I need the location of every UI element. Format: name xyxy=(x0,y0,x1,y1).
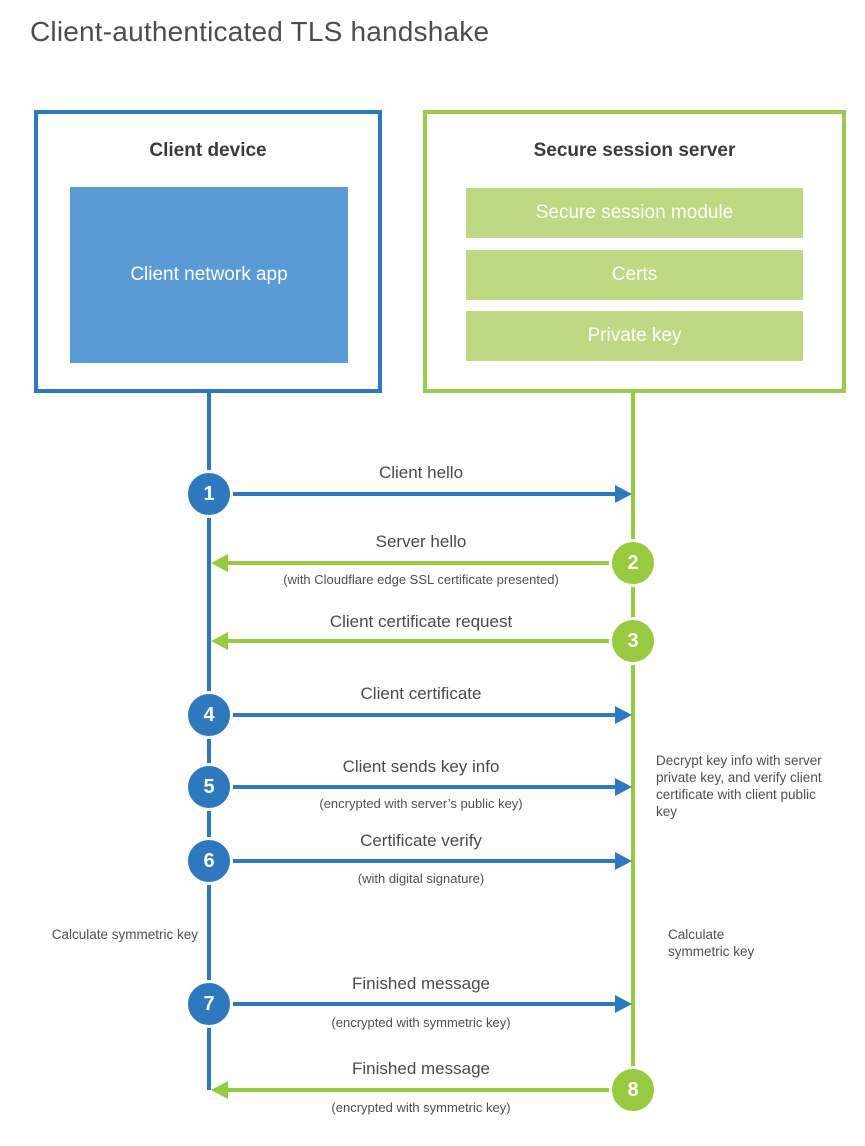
step-7-arrowhead-icon xyxy=(615,995,632,1013)
client-lifeline xyxy=(207,393,211,1090)
server-lifeline xyxy=(631,393,635,1090)
module-certs: Certs xyxy=(466,250,803,300)
step-8-sublabel: (encrypted with symmetric key) xyxy=(331,1100,511,1115)
step-7-sublabel: (encrypted with symmetric key) xyxy=(331,1015,511,1030)
step-2-arrowhead-icon xyxy=(211,554,228,572)
step-5-arrow xyxy=(209,785,616,789)
step-5-arrowhead-icon xyxy=(615,778,632,796)
client-network-app-box: Client network app xyxy=(70,187,348,363)
secure-session-server-box: Secure session server Secure session mod… xyxy=(423,110,846,393)
step-3-number: 3 xyxy=(627,630,639,652)
step-8-arrowhead-icon xyxy=(211,1081,228,1099)
step-8-arrow xyxy=(226,1088,633,1092)
step-3-label: Client certificate request xyxy=(329,612,513,631)
page-title: Client-authenticated TLS handshake xyxy=(30,16,490,47)
step-7-arrow xyxy=(209,1002,616,1006)
step-6-number: 6 xyxy=(203,850,215,872)
step-6-circle: 6 xyxy=(185,837,233,885)
step-2-label: Server hello xyxy=(375,532,467,551)
step-1-circle: 1 xyxy=(185,470,233,518)
step-7-label: Finished message xyxy=(352,974,490,993)
calculate-symmetric-key-left-note: Calculate symmetric key xyxy=(51,927,198,942)
step-4-arrowhead-icon xyxy=(615,706,632,724)
step-4-number: 4 xyxy=(203,704,215,726)
step-8-label: Finished message xyxy=(352,1059,490,1078)
secure-session-server-title: Secure session server xyxy=(533,140,736,161)
step-2-circle: 2 xyxy=(609,539,657,587)
step-2-number: 2 xyxy=(627,552,639,574)
step-5-label: Client sends key info xyxy=(342,757,500,776)
step-5-number: 5 xyxy=(203,776,215,798)
step-4-circle: 4 xyxy=(185,691,233,739)
step-4-arrow xyxy=(209,713,616,717)
client-device-box: Client device Client network app xyxy=(34,110,382,393)
step-8-number: 8 xyxy=(627,1079,639,1101)
step-1-label: Client hello xyxy=(378,463,464,482)
step-8-circle: 8 xyxy=(609,1066,657,1114)
step-2-sublabel: (with Cloudflare edge SSL certificate pr… xyxy=(283,572,559,587)
module-secure-session: Secure session module xyxy=(466,188,803,238)
client-device-title: Client device xyxy=(149,140,267,161)
step-4-label: Client certificate xyxy=(360,684,482,703)
step-3-arrowhead-icon xyxy=(211,632,228,650)
step-6-arrowhead-icon xyxy=(615,852,632,870)
step-1-arrow xyxy=(209,492,616,496)
calculate-symmetric-key-right-note: Calculate symmetric key xyxy=(668,927,755,959)
step-6-label: Certificate verify xyxy=(360,831,482,850)
module-private-key: Private key xyxy=(466,311,803,361)
step-1-arrowhead-icon xyxy=(615,485,632,503)
client-network-app-label: Client network app xyxy=(130,264,288,286)
step-3-arrow xyxy=(226,639,633,643)
step-7-circle: 7 xyxy=(185,980,233,1028)
step-3-circle: 3 xyxy=(609,617,657,665)
decrypt-key-info-note: Decrypt key info with server private key… xyxy=(656,753,822,819)
step-6-sublabel: (with digital signature) xyxy=(357,871,485,886)
step-2-arrow xyxy=(226,561,633,565)
step-6-arrow xyxy=(209,859,616,863)
step-5-sublabel: (encrypted with server’s public key) xyxy=(319,796,523,811)
step-1-number: 1 xyxy=(203,483,215,505)
step-5-circle: 5 xyxy=(185,763,233,811)
step-7-number: 7 xyxy=(203,993,215,1015)
